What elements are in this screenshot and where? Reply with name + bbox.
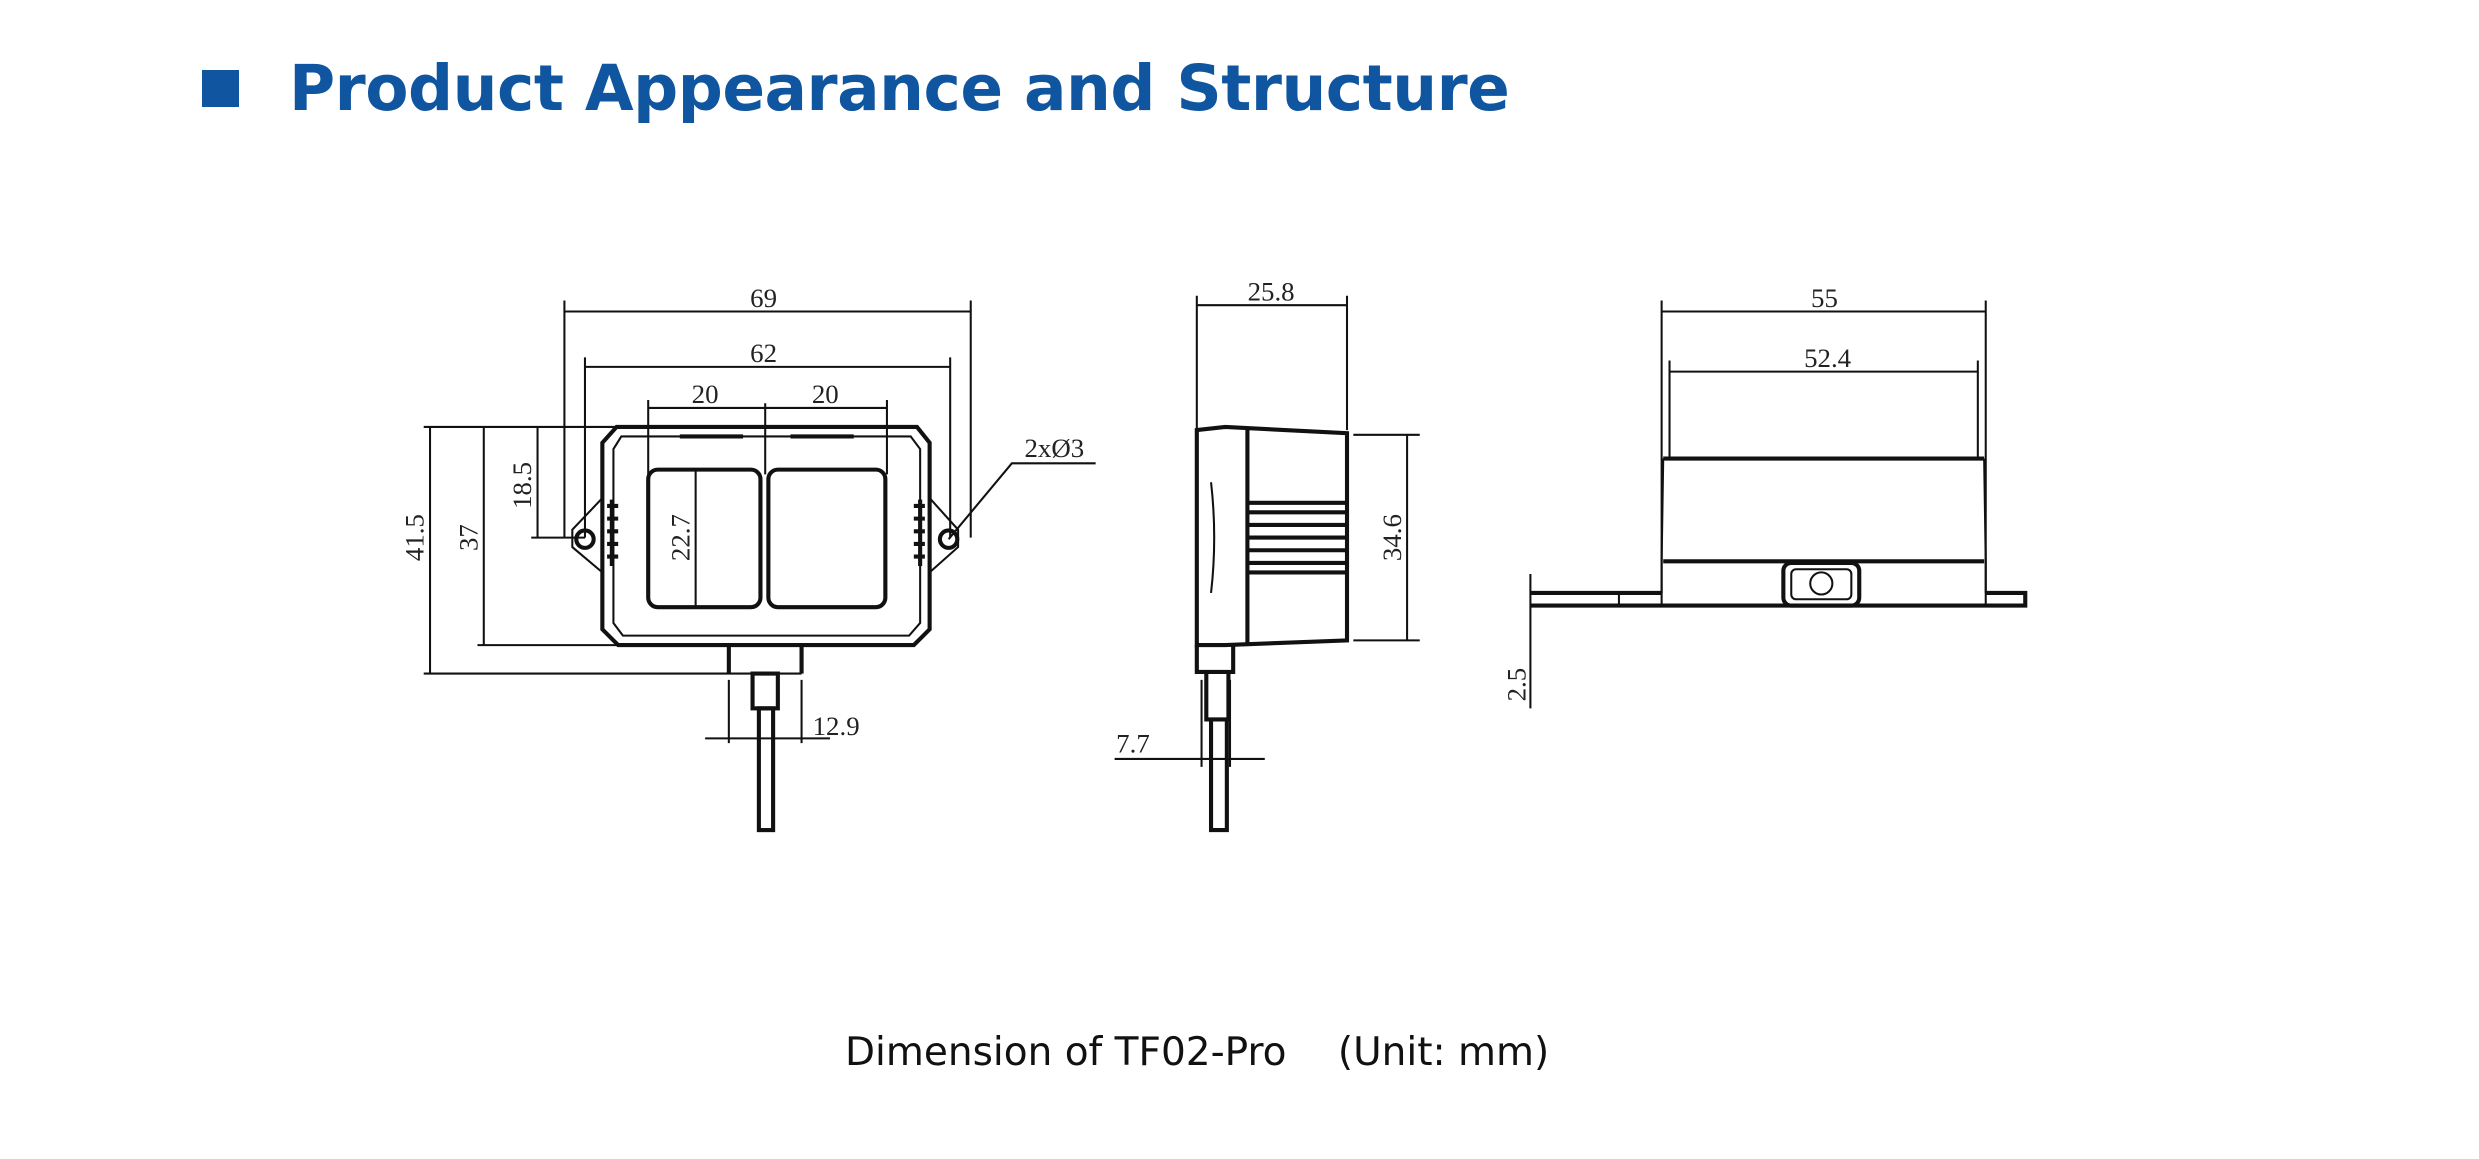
dim-body-height: 37 (453, 524, 483, 551)
dim-side-height: 34.6 (1377, 514, 1407, 561)
dim-hole-spec: 2xØ3 (1024, 433, 1084, 463)
dim-hole-spacing: 62 (750, 338, 777, 368)
dim-top-width: 55 (1811, 283, 1838, 313)
figure-caption: Dimension of TF02-Pro (Unit: mm) (845, 1030, 1550, 1075)
top-view: 55 52.4 2.5 (1502, 283, 2028, 709)
title-bullet-icon (202, 70, 239, 107)
dim-side-connector: 7.7 (1116, 729, 1150, 759)
dim-overall-width: 69 (750, 283, 777, 313)
dim-window-right: 20 (812, 379, 839, 409)
front-view: 69 62 20 20 41.5 37 18.5 22.7 2xØ3 12.9 (400, 283, 1096, 833)
dim-depth: 25.8 (1248, 276, 1295, 306)
dim-top-inner-width: 52.4 (1804, 343, 1852, 373)
dim-window-height: 22.7 (665, 514, 695, 561)
dim-flange-thickness: 2.5 (1502, 668, 1532, 702)
dim-connector-width: 12.9 (813, 711, 860, 741)
dim-window-left: 20 (692, 379, 719, 409)
dim-hole-height: 18.5 (507, 462, 537, 509)
page-title: Product Appearance and Structure (289, 52, 1510, 125)
section-header: Product Appearance and Structure (202, 52, 1510, 125)
side-view: 25.8 34.6 7.7 (1114, 276, 1420, 833)
dim-overall-height: 41.5 (400, 514, 430, 561)
